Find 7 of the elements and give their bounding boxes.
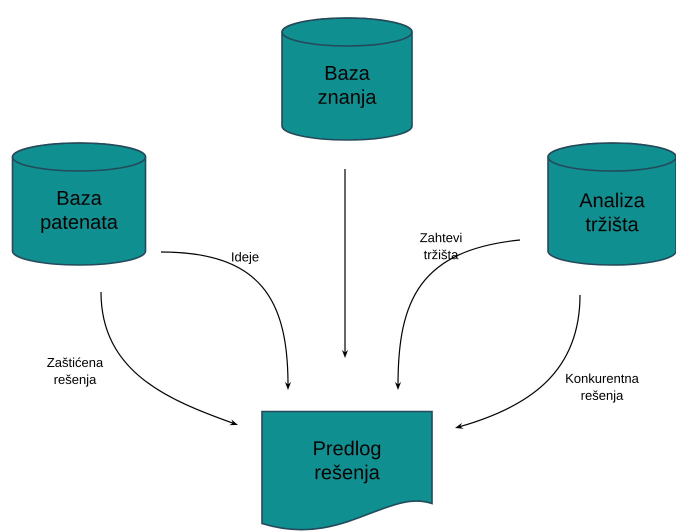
edge-label: Zahtevi tržišta	[420, 232, 462, 260]
edge-label: Ideje	[232, 252, 259, 264]
edge-label: Konkurentna rešenja	[566, 373, 639, 403]
database-cylinder: Baza znanja	[281, 17, 413, 141]
database-cylinder: Baza patenata	[12, 142, 146, 266]
database-cylinder: Analiza tržišta	[547, 142, 676, 266]
edge-label: Zaštićena rešenja	[47, 357, 104, 387]
